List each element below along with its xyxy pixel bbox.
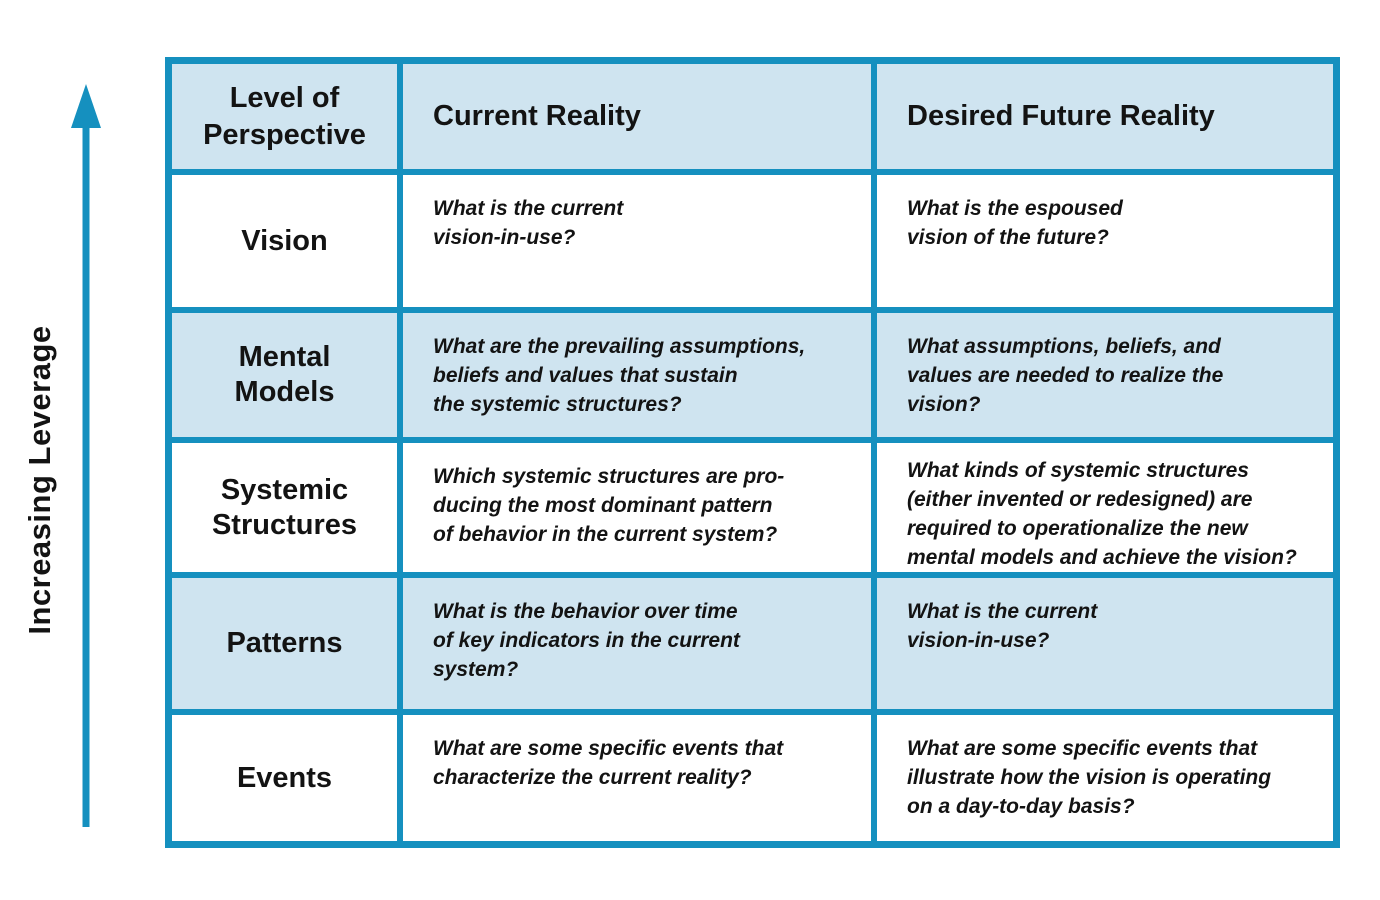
increasing-leverage-axis: Increasing Leverage [0, 0, 160, 900]
up-arrow-icon [71, 84, 101, 827]
header-level-of-perspective: Level of Perspective [172, 64, 397, 169]
cell-vision-future: What is the espoused vision of the futur… [877, 175, 1333, 307]
row-label-events: Events [172, 715, 397, 841]
cell-vision-current: What is the current vision-in-use? [403, 175, 871, 307]
header-desired-future-reality: Desired Future Reality [877, 64, 1333, 169]
cell-mental-models-current: What are the prevailing assumptions, bel… [403, 313, 871, 437]
row-label-patterns: Patterns [172, 578, 397, 709]
cell-systemic-structures-current: Which systemic structures are pro- ducin… [403, 443, 871, 572]
cell-mental-models-future: What assumptions, beliefs, and values ar… [877, 313, 1333, 437]
row-label-mental-models: Mental Models [172, 313, 397, 437]
levels-of-perspective-table: Level of Perspective Current Reality Des… [165, 57, 1340, 848]
header-current-reality: Current Reality [403, 64, 871, 169]
row-label-systemic-structures: Systemic Structures [172, 443, 397, 572]
cell-patterns-future: What is the current vision-in-use? [877, 578, 1333, 709]
cell-events-current: What are some specific events that chara… [403, 715, 871, 841]
increasing-leverage-label: Increasing Leverage [22, 325, 57, 635]
cell-patterns-current: What is the behavior over time of key in… [403, 578, 871, 709]
cell-systemic-structures-future: What kinds of systemic structures (eithe… [877, 443, 1333, 572]
cell-events-future: What are some specific events that illus… [877, 715, 1333, 841]
row-label-vision: Vision [172, 175, 397, 307]
